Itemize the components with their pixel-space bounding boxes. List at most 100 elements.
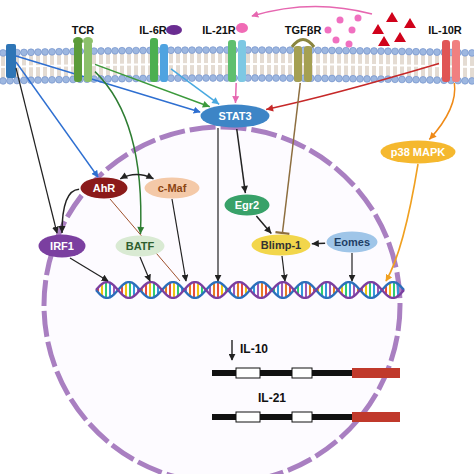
lipid-head [196, 75, 203, 82]
lipid-tail [121, 54, 122, 64]
protein-ellipse: Egr2 [224, 194, 270, 216]
receptor-symbol [6, 44, 16, 78]
lipid-tail [382, 66, 383, 76]
lipid-tail [473, 56, 474, 66]
lipid-tail [107, 66, 108, 76]
lipid-head [413, 76, 420, 83]
base-pair [105, 282, 107, 298]
receptor: IL-21R [226, 38, 248, 82]
protein-name: p38 MAPK [391, 147, 445, 158]
exon-box [352, 368, 400, 378]
lipid-tail [373, 66, 374, 76]
signal-arrow [429, 83, 454, 140]
lipid-head [42, 77, 49, 84]
lipid-tail [23, 55, 24, 65]
lipid-tail [324, 53, 325, 63]
protein-name: c-Maf [158, 183, 187, 194]
lipid-head [168, 75, 175, 82]
lipid-tail [429, 67, 430, 77]
receptor-domain [73, 37, 83, 45]
lipid-head [427, 49, 434, 56]
base-pair [261, 282, 263, 298]
lipid-head [273, 47, 280, 54]
lipid-tail [254, 65, 255, 75]
receptor: IL-6R [148, 38, 170, 82]
lipid-tail [128, 66, 129, 76]
lipid-head [217, 47, 224, 54]
lipid-tail [212, 65, 213, 75]
base-pair [369, 282, 371, 298]
lipid-tail [303, 53, 304, 63]
ligand-triangle [378, 36, 390, 46]
receptor-chain [160, 44, 168, 82]
lipid-head [105, 47, 112, 54]
receptor-cup [292, 40, 314, 48]
lipid-head [343, 47, 350, 54]
lipid-tail [46, 55, 47, 65]
lipid-head [98, 48, 105, 55]
lipid-tail [198, 65, 199, 75]
protein-ellipse: IRF1 [38, 234, 86, 258]
lipid-tail [191, 53, 192, 63]
transcription-arrow [217, 128, 218, 281]
lipid-tail [282, 65, 283, 75]
feedback-arrow [252, 6, 372, 16]
lipid-tail [291, 53, 292, 63]
lipid-tail [436, 67, 437, 77]
gene-bar [212, 368, 400, 378]
lipid-tail [438, 67, 439, 77]
lipid-tail [401, 54, 402, 64]
protein-name: BATF [126, 241, 155, 252]
lipid-head [385, 48, 392, 55]
lipid-head [371, 48, 378, 55]
base-pair [193, 282, 195, 298]
lipid-tail [172, 53, 173, 63]
lipid-head [280, 47, 287, 54]
lipid-tail [403, 54, 404, 64]
tgfb-ligands [325, 15, 362, 48]
lipid-head [343, 75, 350, 82]
lipid-tail [464, 56, 465, 66]
lipid-tail [193, 53, 194, 63]
protein-name: IRF1 [50, 241, 74, 252]
lipid-tail [170, 53, 171, 63]
lipid-tail [25, 55, 26, 65]
ligand-dot [349, 27, 356, 34]
base-pair [153, 283, 155, 298]
ligand-triangle [386, 12, 398, 22]
lipid-head [322, 75, 329, 82]
lipid-tail [431, 55, 432, 65]
lipid-tail [380, 54, 381, 64]
base-pair [301, 283, 303, 298]
lipid-tail [331, 65, 332, 75]
lipid-tail [347, 66, 348, 76]
base-pair [149, 282, 151, 298]
dna-helix [96, 282, 404, 298]
lipid-tail [326, 65, 327, 75]
receptor-chain [304, 46, 312, 82]
base-pair [109, 283, 111, 298]
lipid-tail [102, 54, 103, 64]
lipid-tail [408, 67, 409, 77]
lipid-tail [247, 53, 248, 63]
lipid-head [434, 49, 441, 56]
exon-box [236, 412, 260, 422]
lipid-head [322, 47, 329, 54]
signal-arrow [95, 72, 141, 234]
lipid-tail [191, 65, 192, 75]
lipid-head [420, 76, 427, 83]
lipid-head [392, 48, 399, 55]
lipid-tail [361, 54, 362, 64]
expression-arrow [231, 340, 232, 360]
lipid-tail [249, 65, 250, 75]
lipid-head [469, 78, 474, 85]
lipid-tail [214, 53, 215, 63]
lipid-tail [254, 53, 255, 63]
lipid-tail [303, 65, 304, 75]
lipid-tail [93, 66, 94, 76]
lipid-tail [177, 53, 178, 63]
ligand-triangle [404, 18, 416, 28]
base-pair [389, 283, 391, 298]
lipid-head [63, 48, 70, 55]
